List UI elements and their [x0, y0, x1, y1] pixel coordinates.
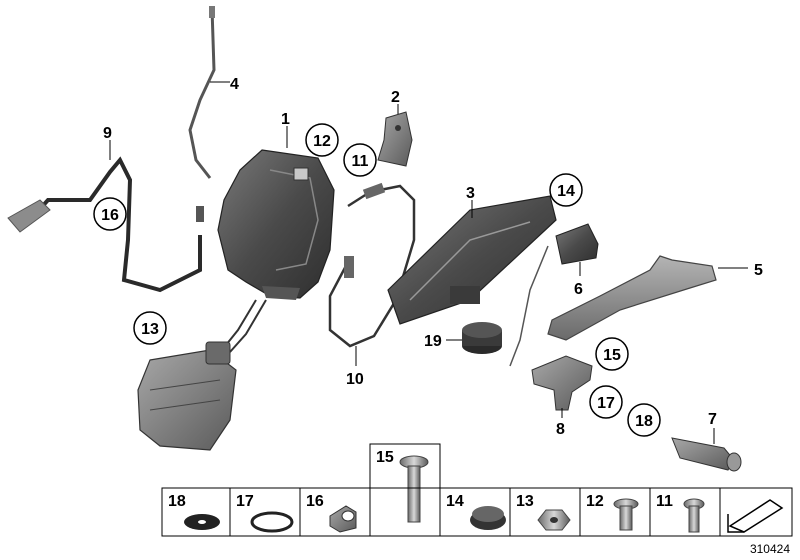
callout-16: 16 [101, 207, 119, 224]
clip-16-icon [329, 505, 357, 533]
callout-13: 13 [141, 321, 159, 338]
callout-10: 10 [346, 371, 364, 388]
callout-6: 6 [574, 281, 583, 298]
legend-row [161, 487, 793, 537]
fastener-legend: 15 18 17 16 14 [161, 443, 793, 537]
callout-circle-17 [589, 385, 623, 419]
screw-15-icon [399, 455, 429, 523]
callout-circle-13 [133, 311, 167, 345]
callout-3: 3 [466, 185, 475, 202]
callout-circle-14 [549, 173, 583, 207]
carrier-wire [509, 245, 549, 367]
callout-19: 19 [424, 333, 442, 350]
part-6-cover-cap [555, 223, 599, 265]
callout-4: 4 [230, 76, 239, 93]
callout-12: 12 [313, 133, 331, 150]
o-ring-17-icon [250, 511, 294, 533]
callout-17: 17 [597, 395, 615, 412]
callout-9: 9 [103, 125, 112, 142]
part-5-door-handle [547, 255, 717, 341]
legend-label-13: 13 [516, 493, 534, 510]
callout-circle-15 [595, 337, 629, 371]
legend-label-18: 18 [168, 493, 186, 510]
callout-1: 1 [281, 111, 290, 128]
legend-label-14: 14 [446, 493, 464, 510]
callout-15: 15 [603, 347, 621, 364]
legend-label-12: 12 [586, 493, 604, 510]
callout-11: 11 [352, 153, 369, 170]
part-2-bracket [377, 111, 413, 167]
part-central-locking-actuator [137, 341, 237, 451]
callout-circle-11 [343, 143, 377, 177]
legend-label-17: 17 [236, 493, 254, 510]
screw-11-icon [683, 498, 705, 533]
callout-circle-12 [305, 123, 339, 157]
washer-18-icon [184, 514, 220, 530]
callout-7: 7 [708, 411, 717, 428]
part-19-grommet [462, 322, 502, 354]
callout-2: 2 [391, 89, 400, 106]
part-1-door-lock [217, 149, 335, 300]
legend-label-16: 16 [306, 493, 324, 510]
legend-label-15: 15 [376, 449, 394, 466]
part-3-handle-carrier [387, 195, 557, 325]
callout-8: 8 [556, 421, 565, 438]
callout-14: 14 [557, 183, 575, 200]
callout-circle-16 [93, 197, 127, 231]
part-7-lock-cylinder [671, 437, 742, 472]
part-4-actuating-rod [188, 6, 216, 179]
part-9-bowden-cable [7, 156, 204, 293]
part-8-lock-cylinder-housing [531, 355, 593, 411]
screw-12-icon [613, 498, 639, 531]
plug-14-icon [470, 506, 506, 530]
callout-18: 18 [635, 413, 653, 430]
nut-13-icon [537, 509, 571, 531]
direction-arrow-icon [727, 499, 784, 533]
legend-label-11: 11 [656, 493, 673, 510]
callout-5: 5 [754, 262, 763, 279]
callout-circle-18 [627, 403, 661, 437]
diagram-reference-number: 310424 [749, 542, 790, 556]
